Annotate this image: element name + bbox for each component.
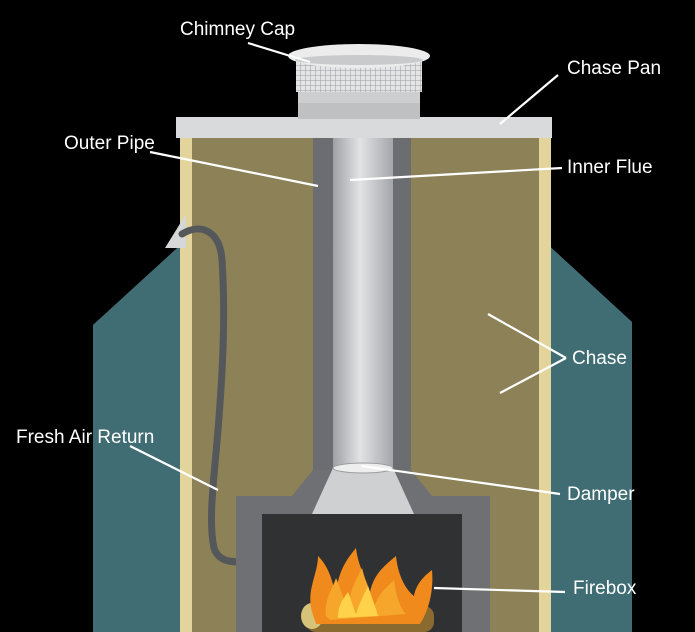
label-fresh-air-return: Fresh Air Return [16, 427, 154, 448]
damper-cone [312, 468, 414, 514]
leader-chase-lower [499, 357, 567, 394]
leader-outer-pipe [149, 150, 319, 188]
leader-inner-flue [349, 166, 563, 182]
chase-pan [176, 117, 552, 138]
cap-collar [298, 103, 420, 119]
label-inner-flue: Inner Flue [567, 157, 653, 178]
label-chase: Chase [572, 348, 627, 369]
leader-fresh-air-return [129, 445, 219, 491]
flame-inner [338, 586, 378, 618]
fire [301, 548, 434, 632]
leader-chase-pan [499, 74, 559, 125]
label-firebox: Firebox [573, 578, 637, 599]
leader-firebox [433, 586, 566, 594]
flashing-triangle [165, 214, 186, 248]
inner-flue [333, 138, 393, 468]
roof-left-slope [93, 240, 186, 632]
damper-plate [332, 462, 394, 474]
cap-top-shadow [295, 55, 423, 65]
roof-right-slope [545, 242, 632, 632]
fresh-air-return-hose [178, 225, 244, 566]
label-chimney-cap: Chimney Cap [180, 19, 295, 40]
leader-damper [361, 464, 561, 496]
leader-chimney-cap [247, 41, 311, 64]
label-damper: Damper [567, 484, 635, 505]
leader-chase-upper [487, 313, 567, 359]
label-outer-pipe: Outer Pipe [64, 133, 155, 154]
label-chase-pan: Chase Pan [567, 58, 661, 79]
